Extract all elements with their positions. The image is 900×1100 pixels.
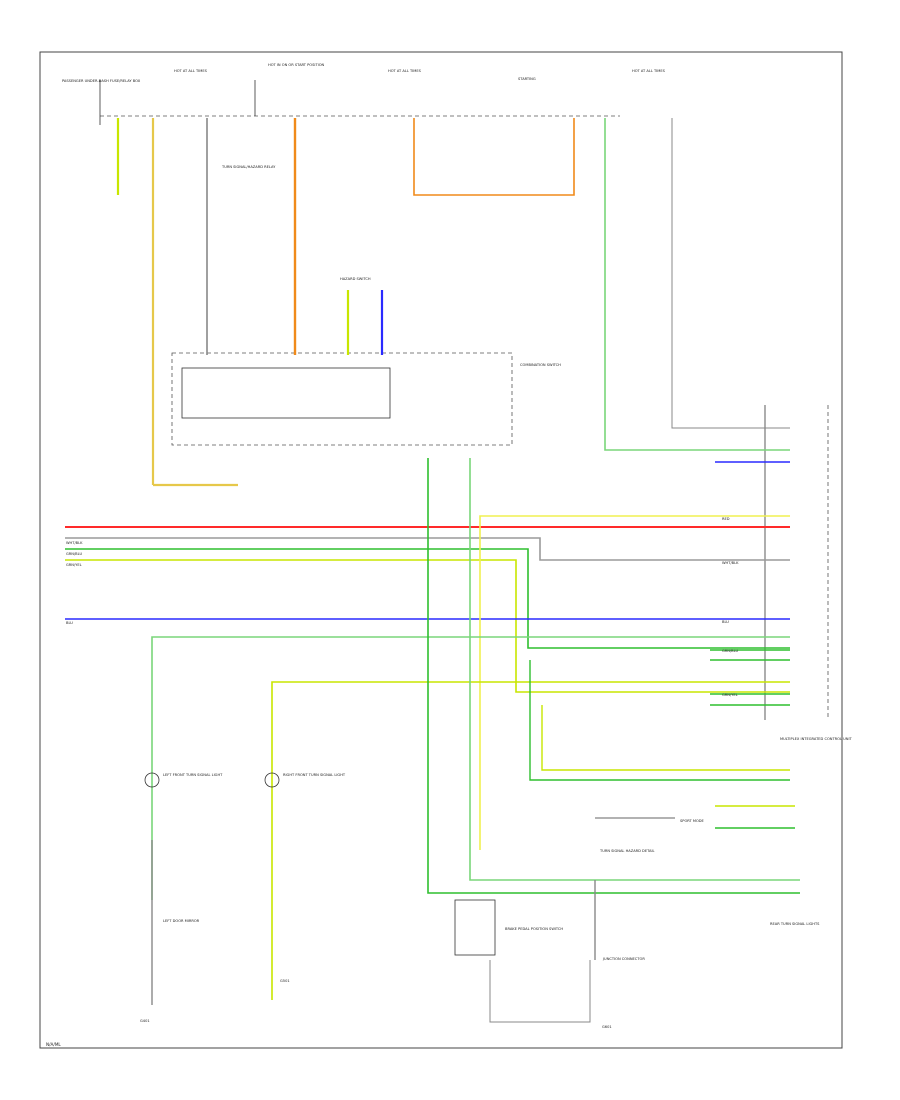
left-mirror-label: LEFT DOOR MIRROR (163, 919, 200, 923)
wire-label-blue: BLU (722, 620, 729, 624)
left-turn-light-label: LEFT FRONT TURN SIGNAL LIGHT (163, 773, 223, 777)
fuse-label-1: HOT AT ALL TIMES (174, 69, 208, 73)
wire-rear-b (541, 705, 790, 771)
rear-lights-label: REAR TURN SIGNAL LIGHTS (770, 922, 820, 926)
brake-switch-label: BRAKE PEDAL POSITION SWITCH (505, 927, 563, 931)
combination-switch-label: COMBINATION SWITCH (520, 363, 561, 367)
wire-rear-left (427, 458, 800, 894)
wire-label-red: RED (722, 517, 730, 521)
bus-yellow (65, 559, 790, 693)
wire-loop-orange (413, 118, 575, 196)
fuse-label-3: HOT AT ALL TIMES (388, 69, 422, 73)
fuse-label-2: HOT IN ON OR START POSITION (268, 63, 325, 67)
bottom-ground-loop (489, 960, 591, 1023)
wire-left-light (151, 636, 790, 900)
wire-grey-right (671, 118, 790, 429)
detail-box-label: TURN SIGNAL HAZARD DETAIL (599, 849, 655, 853)
bus-green (65, 548, 790, 649)
turn-relay-label: TURN SIGNAL/HAZARD RELAY (221, 165, 276, 169)
diagram-frame (39, 51, 843, 1049)
wire-label-left-yellow: GRN/YEL (66, 563, 82, 567)
wire-label-left-white: WHT/BLK (66, 541, 83, 545)
wire-label-green: GRN/BLU (722, 649, 738, 653)
wire-right-light (271, 681, 790, 1000)
wire-green-right (604, 118, 790, 451)
wire-label-white: WHT/BLK (722, 561, 739, 565)
fuse-label-4: HOT AT ALL TIMES (632, 69, 666, 73)
bus-white (65, 537, 790, 561)
brake-switch-box (454, 899, 496, 956)
ground-g401-label: G401 (140, 1019, 150, 1023)
wire-label-left-blue: BLU (66, 621, 73, 625)
right-turn-light-label: RIGHT FRONT TURN SIGNAL LIGHT (283, 773, 346, 777)
starting-label: STARTING (518, 77, 536, 81)
module-label: MULTIPLEX INTEGRATED CONTROL UNIT (780, 737, 853, 741)
underhood-label: PASSENGER UNDER-DASH FUSE/RELAY BOX (62, 79, 141, 83)
footer-code: N/A/ML (46, 1042, 61, 1047)
ground-g601-label: G601 (602, 1025, 612, 1029)
hazard-switch-label: HAZARD SWITCH (340, 277, 371, 281)
right-turn-light-icon (264, 772, 280, 788)
combination-switch-inner (181, 367, 391, 419)
sport-label: SPORT MODE (680, 819, 705, 823)
ground-g501-label: G501 (280, 979, 290, 983)
left-turn-light-icon (144, 772, 160, 788)
wire-label-yellow: GRN/YEL (722, 693, 738, 697)
wire-label-left-green: GRN/BLU (66, 552, 82, 556)
right-connector-stack (710, 649, 790, 706)
wire-rear-a (529, 660, 790, 781)
wire-yellow-long (479, 515, 790, 850)
wire-rear-right (469, 458, 800, 881)
combination-switch-box (171, 352, 513, 446)
junction-label: JUNCTION CONNECTOR (602, 957, 645, 961)
